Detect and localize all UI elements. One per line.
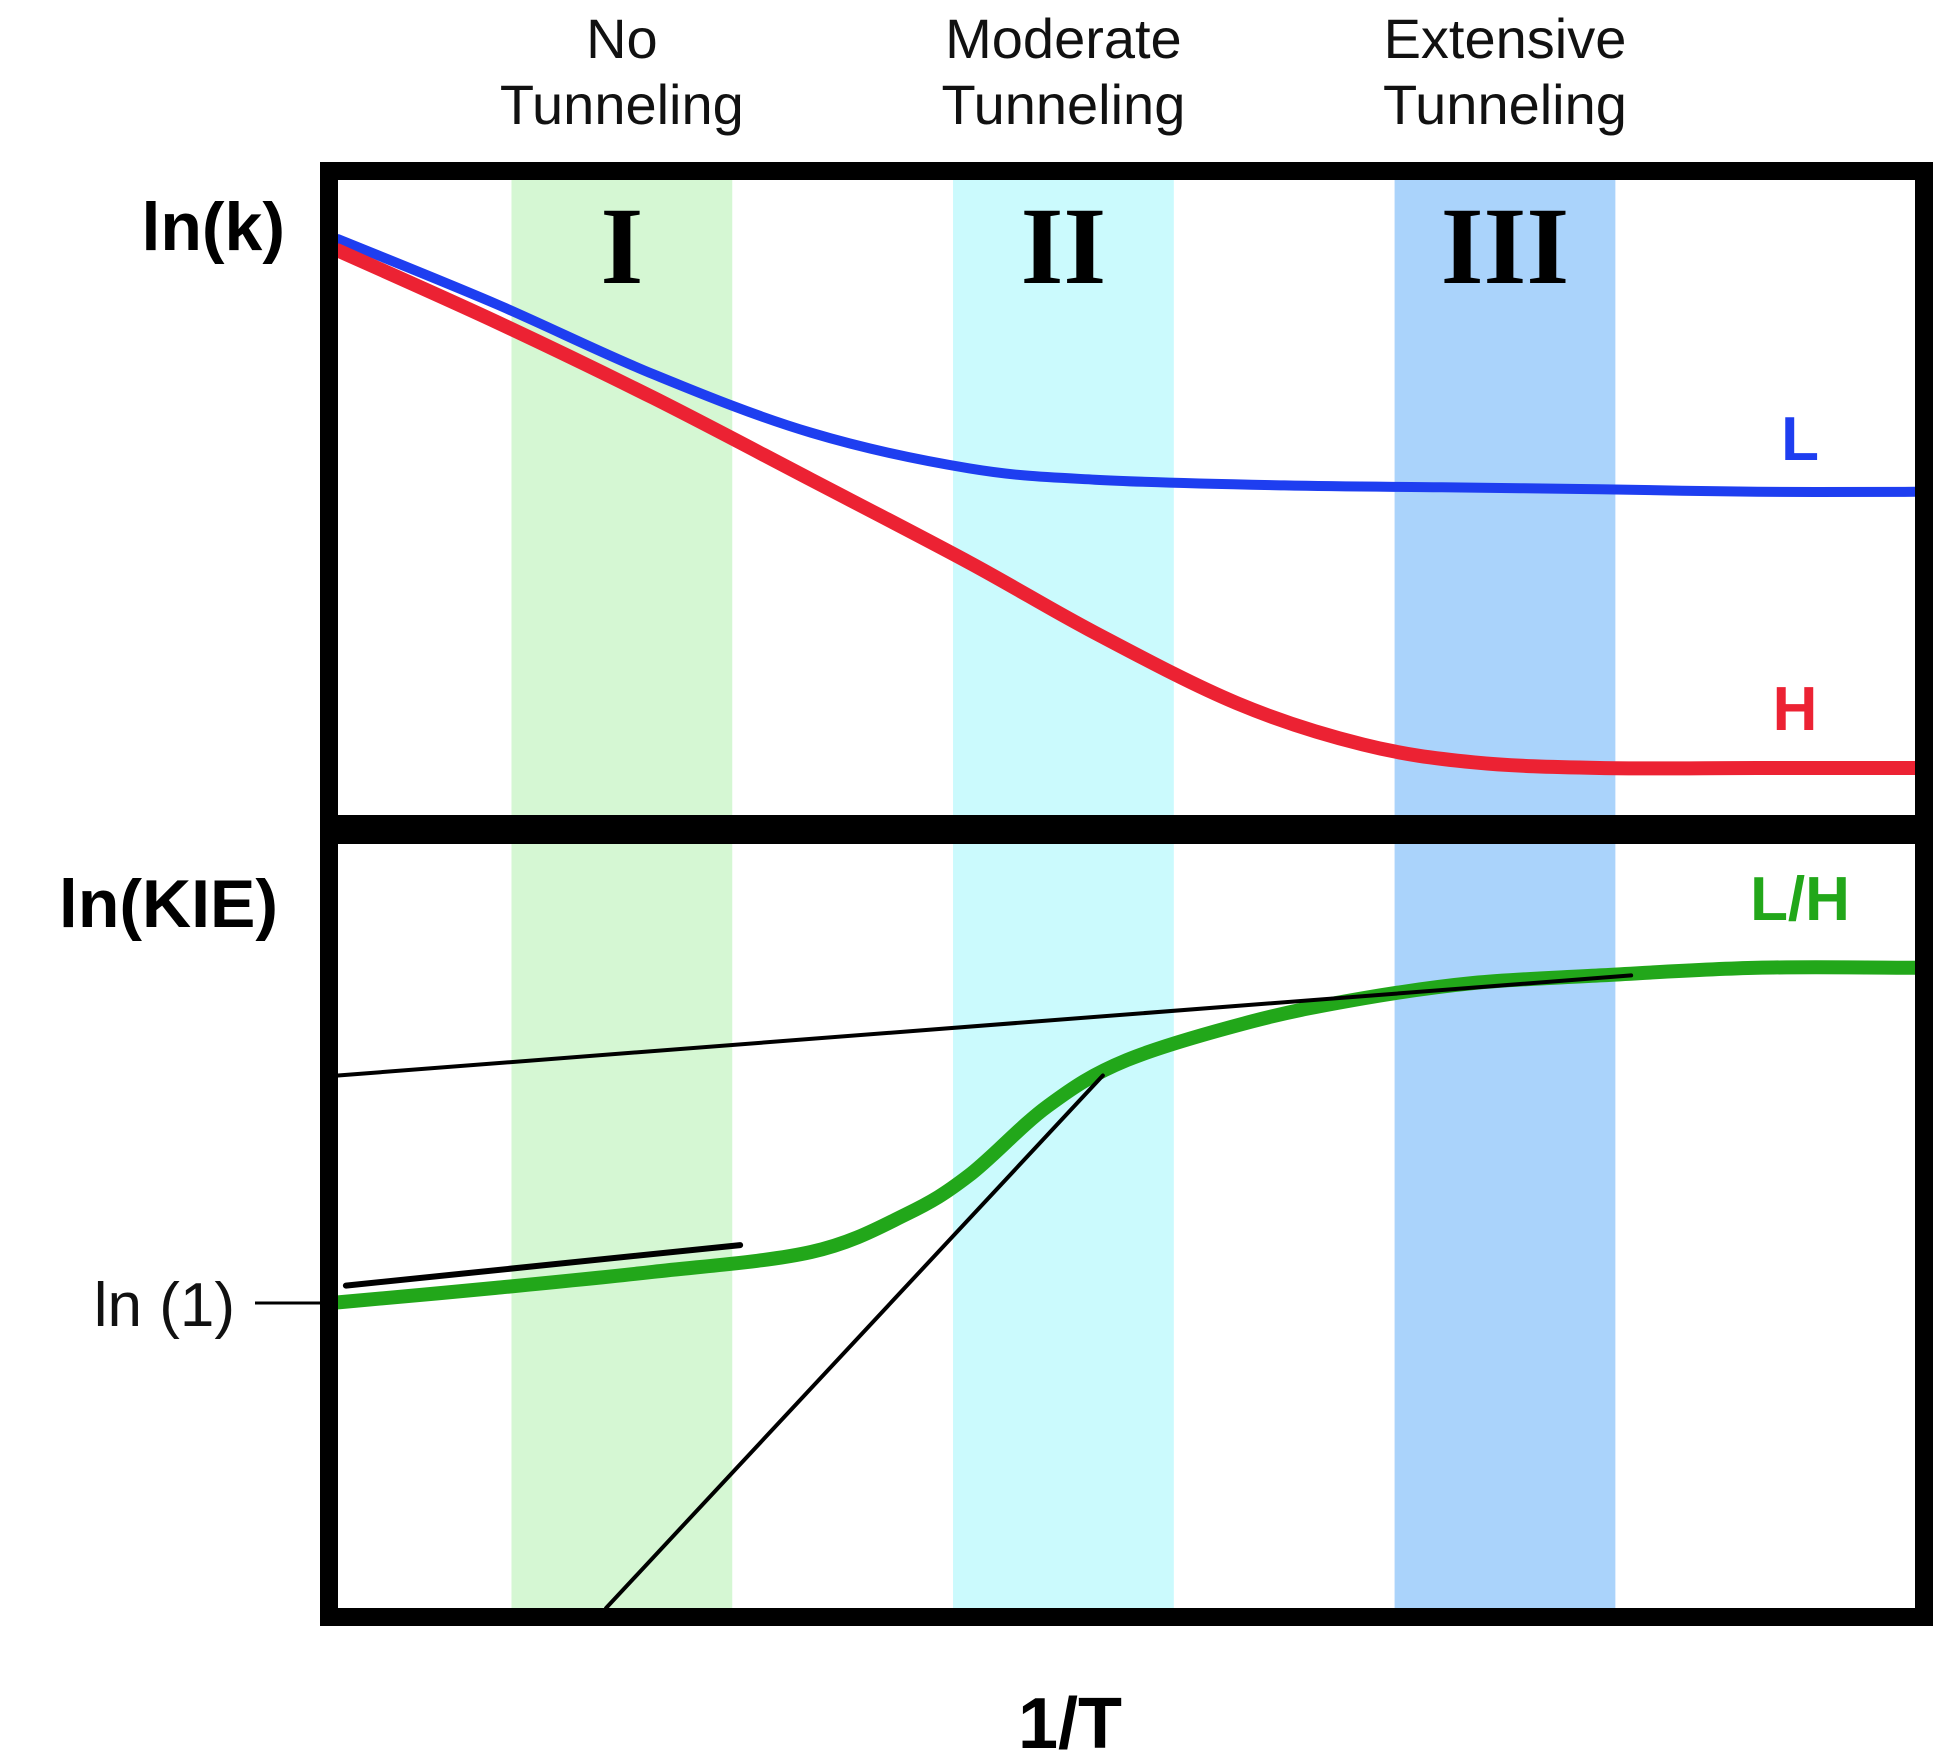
region-numeral-3: III bbox=[1441, 185, 1569, 307]
reference-line-3 bbox=[604, 1073, 1105, 1610]
top-ylabel: ln(k) bbox=[141, 189, 285, 265]
series-label-kie: L/H bbox=[1750, 865, 1850, 934]
top-panel-series bbox=[331, 234, 1922, 776]
region-numeral-1: I bbox=[600, 185, 643, 307]
region-heading-1-line-1: No bbox=[586, 7, 658, 70]
reference-lines bbox=[336, 973, 1634, 1610]
region-band-3 bbox=[1394, 180, 1616, 1608]
ln1-tick-label: ln (1) bbox=[94, 1271, 235, 1340]
tunneling-regions bbox=[511, 180, 1616, 1608]
series-line-kie bbox=[331, 960, 1922, 1310]
bottom-panel-series bbox=[331, 960, 1922, 1310]
series-line-h bbox=[331, 243, 1922, 776]
region-heading-1-line-2: Tunneling bbox=[500, 73, 744, 136]
reference-line-2 bbox=[342, 1242, 744, 1289]
bottom-ylabel: ln(KIE) bbox=[59, 866, 278, 942]
region-heading-2-line-2: Tunneling bbox=[941, 73, 1185, 136]
region-numeral-2: II bbox=[1021, 185, 1107, 307]
reference-line-1 bbox=[336, 973, 1634, 1078]
series-labels: L H L/H bbox=[1750, 405, 1850, 934]
series-label-l: L bbox=[1781, 405, 1819, 474]
region-heading-3-line-2: Tunneling bbox=[1383, 73, 1627, 136]
region-heading-3-line-1: Extensive bbox=[1384, 7, 1627, 70]
region-heading-2-line-1: Moderate bbox=[945, 7, 1182, 70]
series-line-l bbox=[333, 234, 1920, 497]
region-band-2 bbox=[953, 180, 1174, 1608]
series-label-h: H bbox=[1773, 675, 1818, 744]
region-headings: NoTunnelingModerateTunnelingExtensiveTun… bbox=[500, 7, 1627, 136]
xlabel: 1/T bbox=[1018, 1684, 1122, 1760]
